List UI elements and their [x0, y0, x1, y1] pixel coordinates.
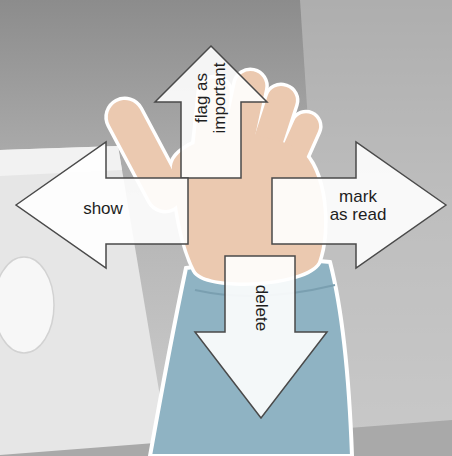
left-arrow: show	[16, 140, 188, 270]
gesture-label: show	[58, 200, 148, 218]
down-arrow: delete	[195, 256, 327, 420]
up-arrow: flag as important	[155, 46, 267, 178]
gesture-label: delete	[252, 258, 270, 358]
mouse	[0, 257, 54, 353]
gesture-label: mark as read	[328, 188, 388, 224]
right-arrow: mark as read	[272, 140, 446, 270]
arrow-shape	[195, 256, 327, 420]
gesture-label: flag as important	[193, 58, 229, 138]
